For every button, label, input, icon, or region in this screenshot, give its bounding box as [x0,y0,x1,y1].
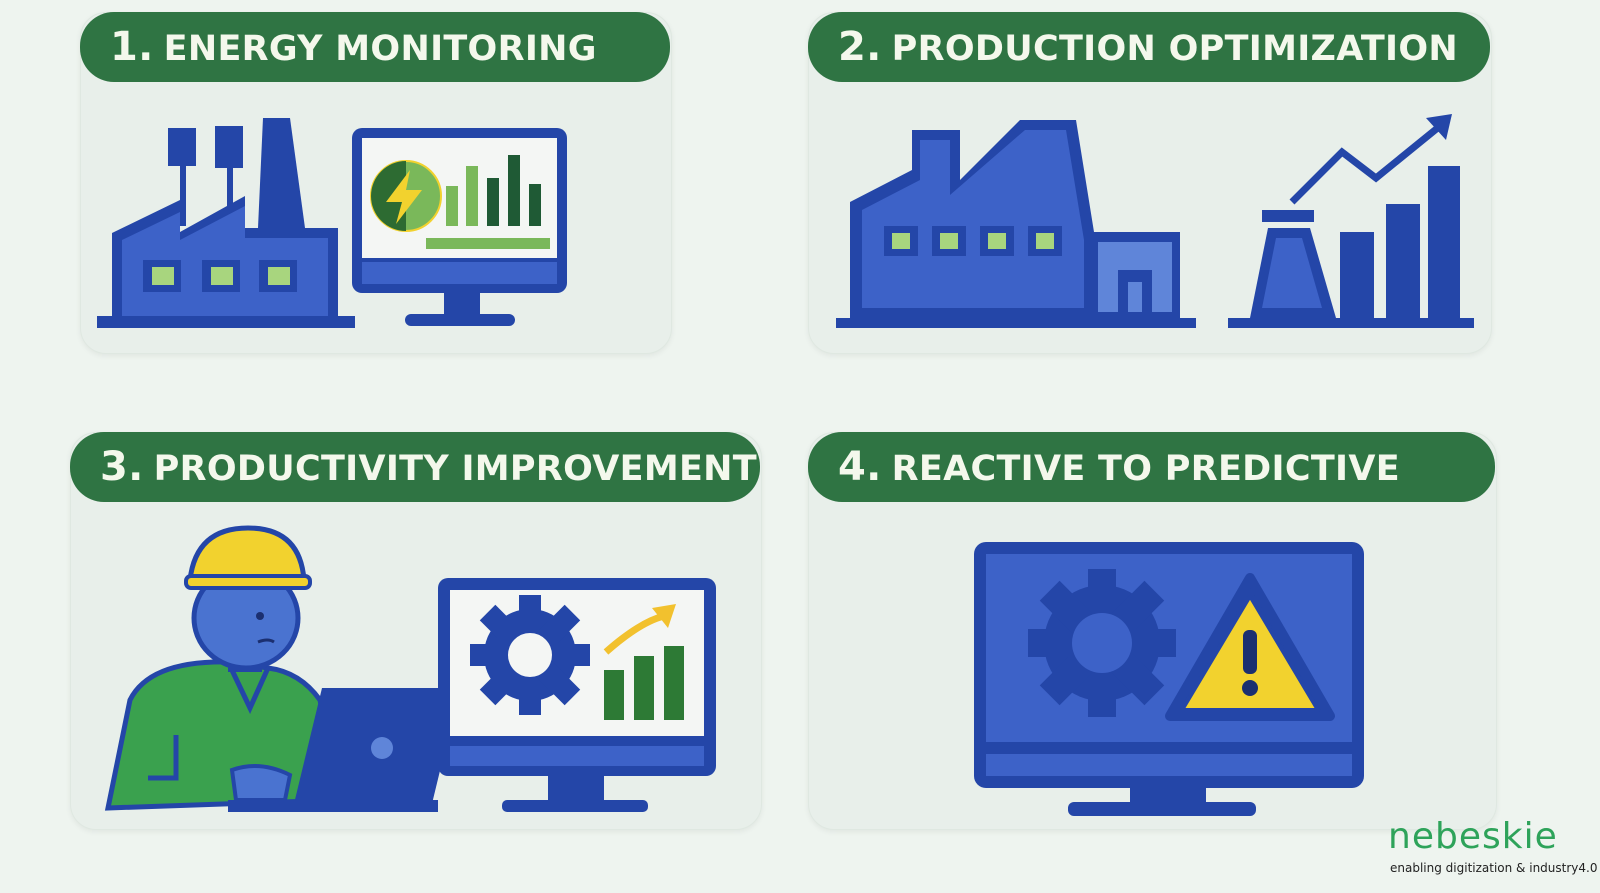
gear-chart-monitor-icon [438,578,716,812]
brand-tagline: enabling digitization & industry4.0 [1390,861,1598,875]
panel-header: 2.PRODUCTION OPTIMIZATION [808,12,1490,82]
panel-title: PRODUCTIVITY IMPROVEMENT [153,449,757,489]
panel-number: 4. [838,444,882,490]
energy-monitor-icon [352,128,567,326]
factory-icon [836,120,1196,328]
factory-icon [97,118,355,328]
panel-header: 1.ENERGY MONITORING [80,12,670,82]
panel-header: 3.PRODUCTIVITY IMPROVEMENT [70,432,760,502]
panel-number: 1. [110,24,154,70]
warning-monitor-icon [974,542,1364,816]
panel-number: 3. [100,444,144,490]
panel-number: 2. [838,24,882,70]
warning-icon [1165,573,1335,721]
panel-title: REACTIVE TO PREDICTIVE [891,449,1400,489]
panel-header: 4.REACTIVE TO PREDICTIVE [808,432,1495,502]
worker-icon [104,525,460,812]
gear-icon [1028,569,1176,717]
panel-title: PRODUCTION OPTIMIZATION [891,29,1459,69]
panel-title: ENERGY MONITORING [163,29,597,69]
growth-chart-icon [1228,114,1474,328]
brand-logo: nebeskie [1388,816,1558,857]
